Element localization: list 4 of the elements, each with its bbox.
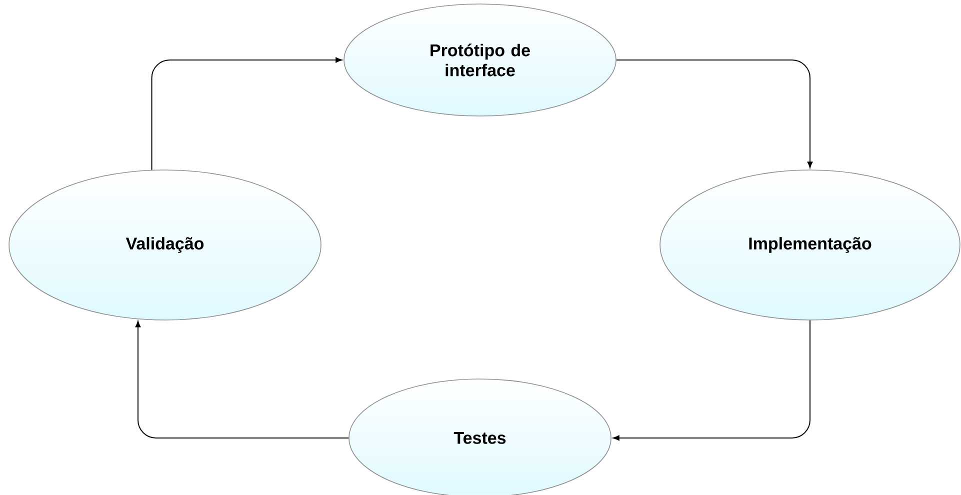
- arrow: [151, 57, 342, 170]
- arrow: [612, 320, 810, 441]
- arrow: [135, 320, 350, 438]
- arrow: [616, 60, 813, 168]
